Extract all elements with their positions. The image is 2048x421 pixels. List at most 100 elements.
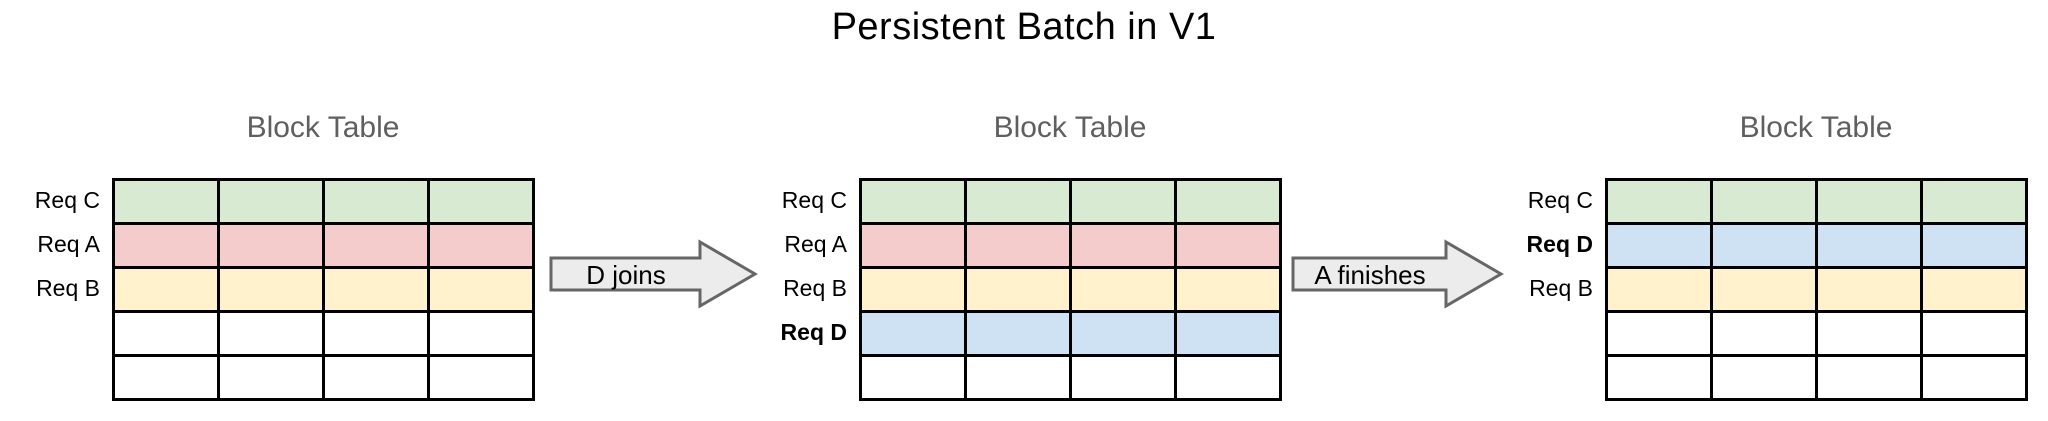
block-cell [112, 354, 220, 401]
row-label-req-b: Req B [1529, 274, 1593, 301]
block-cell [859, 266, 967, 313]
block-cell [1174, 266, 1282, 313]
block-cell [1815, 354, 1923, 401]
block-cell [1710, 266, 1818, 313]
block-row [112, 178, 535, 225]
block-cell [1069, 222, 1177, 269]
block-cell [1605, 310, 1713, 357]
block-cell [427, 266, 535, 313]
block-cell [1920, 354, 2028, 401]
block-cell [1174, 222, 1282, 269]
block-cell [322, 178, 430, 225]
row-label-req-b: Req B [783, 274, 847, 301]
block-row [1605, 266, 2028, 313]
block-cell [1710, 222, 1818, 269]
block-cell [112, 178, 220, 225]
block-table-grid [859, 178, 1282, 401]
block-cell [112, 222, 220, 269]
block-cell [112, 266, 220, 313]
block-row [1605, 354, 2028, 401]
row-label-req-d: Req D [1526, 230, 1593, 257]
arrow-label: A finishes [1314, 260, 1425, 290]
block-arrow-right-icon: A finishes [1291, 239, 1504, 309]
block-cell [322, 222, 430, 269]
block-cell [1174, 178, 1282, 225]
block-cell [427, 222, 535, 269]
block-cell [1069, 310, 1177, 357]
block-cell [1920, 310, 2028, 357]
block-cell [427, 310, 535, 357]
block-table-grid [1605, 178, 2028, 401]
block-row [859, 222, 1282, 269]
block-cell [1605, 354, 1713, 401]
block-cell [1815, 310, 1923, 357]
block-row [112, 310, 535, 357]
block-cell [427, 354, 535, 401]
block-row [859, 266, 1282, 313]
block-cell [1815, 178, 1923, 225]
block-cell [964, 310, 1072, 357]
block-cell [1710, 354, 1818, 401]
block-row [1605, 310, 2028, 357]
block-row [859, 310, 1282, 357]
block-row [1605, 222, 2028, 269]
block-cell [217, 178, 325, 225]
block-cell [1069, 354, 1177, 401]
block-cell [1605, 222, 1713, 269]
block-table-title: Block Table [1739, 111, 1893, 144]
block-cell [1920, 222, 2028, 269]
block-cell [217, 310, 325, 357]
block-cell [964, 266, 1072, 313]
block-cell [1174, 354, 1282, 401]
block-cell [217, 354, 325, 401]
row-label-empty [1493, 354, 1593, 398]
page-title: Persistent Batch in V1 [831, 6, 1217, 48]
block-cell [859, 310, 967, 357]
block-row [112, 354, 535, 401]
row-label-req-a: Req A [37, 230, 100, 257]
block-cell [1605, 178, 1713, 225]
row-label-req-a: Req A [784, 230, 847, 257]
block-cell [322, 266, 430, 313]
row-label-req-c: Req C [34, 186, 100, 213]
a-finishes-arrow: A finishes [1290, 239, 1504, 309]
block-cell [1815, 222, 1923, 269]
block-table-grid [112, 178, 535, 401]
block-arrow-right-icon: D joins [549, 239, 758, 309]
block-table-group-a-finished: Block Table Req C Req D Req B [1493, 105, 2029, 407]
block-cell [322, 354, 430, 401]
block-cell [1920, 266, 2028, 313]
block-row [859, 354, 1282, 401]
block-row [112, 222, 535, 269]
row-label-empty [1493, 310, 1593, 354]
block-cell [1069, 266, 1177, 313]
block-cell [964, 178, 1072, 225]
arrow-label: D joins [586, 260, 665, 290]
d-joins-arrow: D joins [548, 239, 758, 309]
row-labels: Req C Req D Req B [1493, 178, 1593, 398]
block-cell [1815, 266, 1923, 313]
block-table-title: Block Table [993, 111, 1147, 144]
block-cell [322, 310, 430, 357]
block-cell [427, 178, 535, 225]
block-cell [1710, 310, 1818, 357]
block-cell [859, 222, 967, 269]
row-label-empty [747, 354, 847, 398]
block-cell [859, 354, 967, 401]
block-cell [217, 222, 325, 269]
block-cell [1174, 310, 1282, 357]
block-cell [1069, 178, 1177, 225]
block-cell [1605, 266, 1713, 313]
block-row [859, 178, 1282, 225]
row-label-empty [0, 354, 100, 398]
row-label-req-c: Req C [1527, 186, 1593, 213]
block-table-title: Block Table [246, 111, 400, 144]
block-cell [112, 310, 220, 357]
block-cell [964, 354, 1072, 401]
block-cell [859, 178, 967, 225]
